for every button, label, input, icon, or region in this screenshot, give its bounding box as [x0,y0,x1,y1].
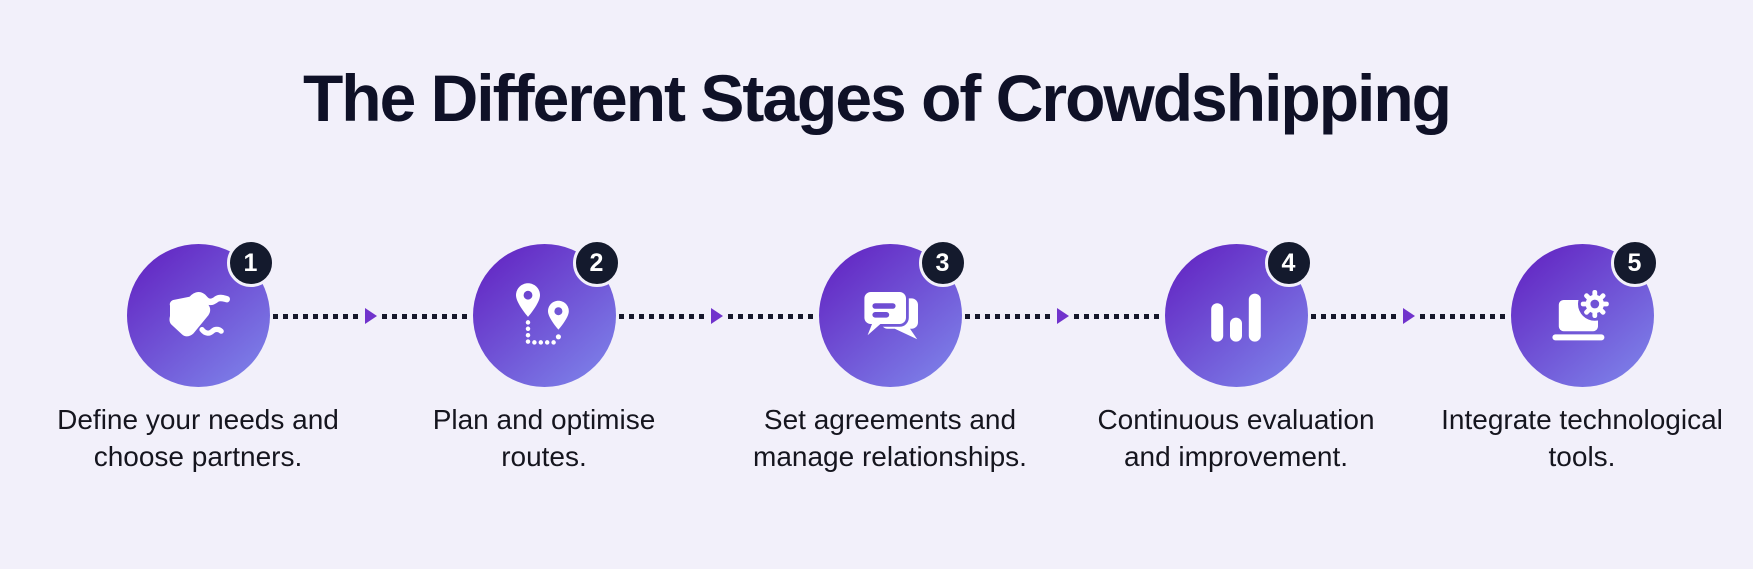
connector-3-4 [965,304,1161,328]
stage-4-number-badge: 4 [1264,239,1313,287]
stage-2-label: Plan and optimise routes. [432,404,656,472]
connector-dotted-line [273,313,360,319]
route-icon [516,282,569,345]
stage-3-label: Set agreements and manage relationships. [753,404,1027,472]
stage-1-number-badge: 1 [226,239,275,287]
connector-dotted-line [728,313,815,319]
connector-dotted-line [1420,313,1507,319]
stage-5-circle-wrap: 5 [1510,239,1659,387]
stage-2-number-badge: 2 [572,239,621,287]
stage-4-label: Continuous evaluation and improvement. [1097,404,1375,472]
stage-3-number-badge: 3 [918,239,967,287]
connector-arrow-icon [1403,308,1415,324]
connector-dotted-line [382,313,469,319]
stage-2-circle-wrap: 2 [472,239,621,387]
stage-number: 1 [243,248,258,277]
stages-row: 1 Define your needs and choose partners. [25,239,1753,476]
connector-dotted-line [619,313,706,319]
connector-4-5 [1311,304,1507,328]
stage-1: 1 Define your needs and choose partners. [25,239,371,476]
connector-arrow-icon [711,308,723,324]
connector-arrow-icon [365,308,377,324]
stage-5: 5 Integrate technological tools. [1409,239,1753,476]
connector-arrow-icon [1057,308,1069,324]
connector-dotted-line [1074,313,1161,319]
connector-dotted-line [1311,313,1398,319]
stage-5-label: Integrate technological tools. [1441,404,1723,472]
stage-5-number-badge: 5 [1610,239,1659,287]
connector-2-3 [619,304,815,328]
stage-2: 2 Plan and optimise routes. [371,239,717,476]
connector-dotted-line [965,313,1052,319]
stage-3-circle-wrap: 3 [818,239,967,387]
stage-number: 3 [935,248,950,277]
laptop-gear-icon [1552,289,1609,340]
connector-1-2 [273,304,469,328]
stage-1-label: Define your needs and choose partners. [57,404,339,472]
stage-number: 5 [1627,248,1642,277]
stage-number: 4 [1281,248,1296,277]
handshake-icon [169,291,230,336]
stage-1-circle-wrap: 1 [126,239,275,387]
bar-chart-icon [1211,293,1261,342]
stage-3: 3 Set agreements and manage relationship… [717,239,1063,476]
chat-bubbles-icon [864,291,918,339]
stage-4: 4 Continuous evaluation and improvement. [1063,239,1409,476]
stage-4-circle-wrap: 4 [1164,239,1313,387]
stage-number: 2 [589,248,604,277]
page-title: The Different Stages of Crowdshipping [302,61,1452,135]
